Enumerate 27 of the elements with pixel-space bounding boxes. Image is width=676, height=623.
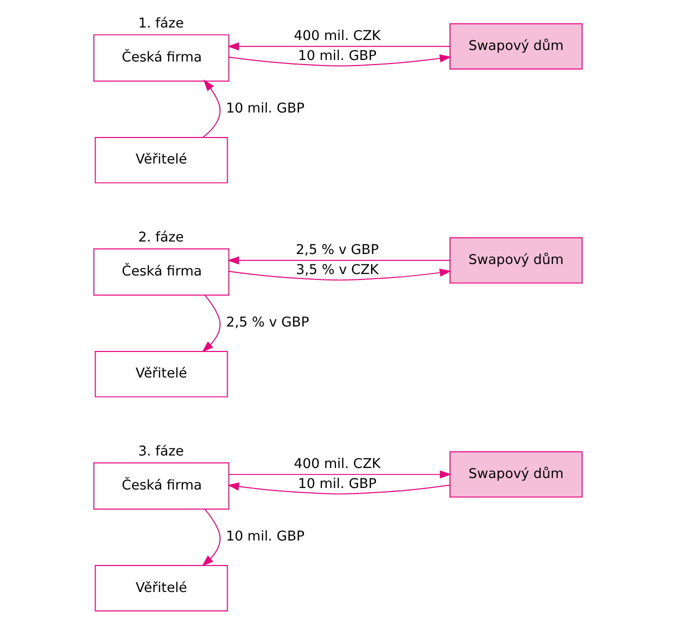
node-box: Swapový dům xyxy=(450,237,583,284)
node-box: Věřitelé xyxy=(94,137,228,184)
edge-label: 2,5 % v GBP xyxy=(296,242,379,258)
node-box: Věřitelé xyxy=(94,565,228,612)
edge-label: 400 mil. CZK xyxy=(294,456,381,472)
edge-label: 10 mil. GBP xyxy=(226,528,304,545)
node-label: 2. fáze xyxy=(138,229,184,246)
node-box: Swapový dům xyxy=(450,451,583,498)
arrow xyxy=(227,482,450,494)
arrow xyxy=(227,42,450,50)
arrow xyxy=(227,256,450,264)
edge-label: 10 mil. GBP xyxy=(298,48,377,64)
node-box: Věřitelé xyxy=(94,351,228,398)
arrow xyxy=(228,54,452,66)
arrow xyxy=(228,470,452,478)
node-label: 3. fáze xyxy=(138,443,184,460)
edge-label: 2,5 % v GBP xyxy=(226,314,310,331)
arrow xyxy=(228,268,452,281)
edge-label: 10 mil. GBP xyxy=(226,100,304,117)
node-label: 1. fáze xyxy=(138,15,184,32)
arrow xyxy=(202,508,221,566)
edge-label: 3,5 % v CZK xyxy=(296,262,379,278)
arrow xyxy=(202,294,221,352)
edge-label: 10 mil. GBP xyxy=(298,476,377,492)
arrow xyxy=(202,80,221,138)
edge-label: 400 mil. CZK xyxy=(294,28,381,44)
node-box: Swapový dům xyxy=(450,23,583,70)
